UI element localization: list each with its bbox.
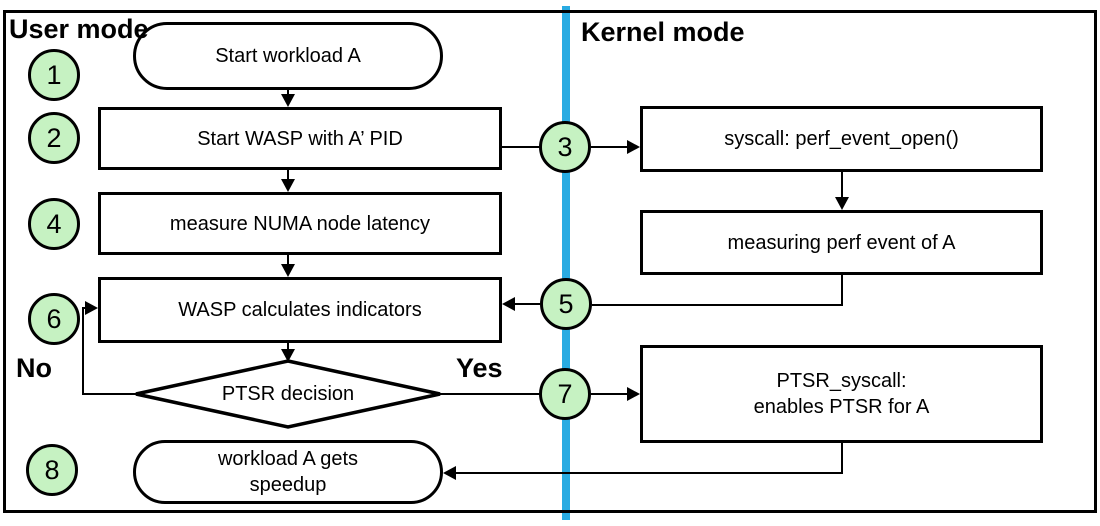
- step-number: 4: [46, 208, 62, 239]
- node-syscall-open: syscall: perf_event_open(): [640, 106, 1043, 172]
- node-label: syscall: perf_event_open(): [724, 128, 959, 150]
- step-circle-1: 1: [28, 49, 80, 101]
- step-number: 5: [558, 288, 574, 319]
- arrowhead: [627, 387, 640, 401]
- mode-divider-line: [562, 6, 570, 520]
- edge-decision-no-to-waspcalc: [82, 307, 136, 395]
- node-label: Start WASP with A’ PID: [197, 127, 403, 150]
- edge-measuring-to-step5: [592, 275, 843, 306]
- node-label: speedup: [249, 474, 327, 496]
- node-measure-numa: measure NUMA node latency: [98, 192, 502, 255]
- arrowhead: [443, 466, 456, 480]
- decision-yes-label: Yes: [456, 353, 503, 383]
- arrowhead: [281, 94, 295, 107]
- node-label: measure NUMA node latency: [169, 212, 431, 235]
- node-ptsr-syscall: PTSR_syscall: enables PTSR for A: [640, 345, 1043, 443]
- arrowhead: [627, 140, 640, 154]
- node-label: enables PTSR for A: [753, 396, 930, 418]
- edge-ptsr-to-end: [456, 443, 843, 474]
- arrowhead: [281, 179, 295, 192]
- step-number: 1: [46, 59, 62, 90]
- kernel-mode-label: Kernel mode: [581, 17, 745, 47]
- step-number: 6: [46, 303, 62, 334]
- step-circle-5: 5: [540, 278, 592, 330]
- node-label: PTSR decision: [221, 382, 355, 405]
- decision-no-label: No: [16, 353, 52, 383]
- step-number: 8: [44, 454, 60, 485]
- node-ptsr-decision: PTSR decision: [140, 363, 436, 425]
- arrowhead: [281, 264, 295, 277]
- diagram-border: [3, 10, 1097, 513]
- user-mode-label: User mode: [9, 14, 149, 44]
- node-start-terminator: Start workload A: [133, 22, 443, 90]
- step-number: 2: [46, 122, 62, 153]
- decision-diamond-shape: [135, 359, 441, 429]
- step-circle-4: 4: [28, 198, 80, 250]
- arrowhead: [85, 301, 98, 315]
- step-circle-8: 8: [26, 444, 78, 496]
- step-number: 7: [557, 378, 573, 409]
- arrowhead: [502, 297, 515, 311]
- step-number: 3: [557, 131, 573, 162]
- step-circle-6: 6: [28, 293, 80, 345]
- arrowhead: [281, 349, 295, 362]
- step-circle-3: 3: [539, 121, 591, 173]
- node-wasp-calculates: WASP calculates indicators: [98, 277, 502, 343]
- step-circle-7: 7: [539, 368, 591, 420]
- node-label: measuring perf event of A: [727, 231, 956, 254]
- arrowhead: [835, 197, 849, 210]
- node-measuring-perf: measuring perf event of A: [640, 210, 1043, 275]
- node-label: Start workload A: [215, 45, 361, 67]
- node-label: PTSR_syscall:: [776, 370, 907, 392]
- step-circle-2: 2: [28, 112, 80, 164]
- node-label: workload A gets: [217, 448, 359, 470]
- node-label: WASP calculates indicators: [178, 299, 422, 321]
- node-end-terminator: workload A gets speedup: [133, 440, 443, 504]
- node-start-wasp: Start WASP with A’ PID: [98, 107, 502, 170]
